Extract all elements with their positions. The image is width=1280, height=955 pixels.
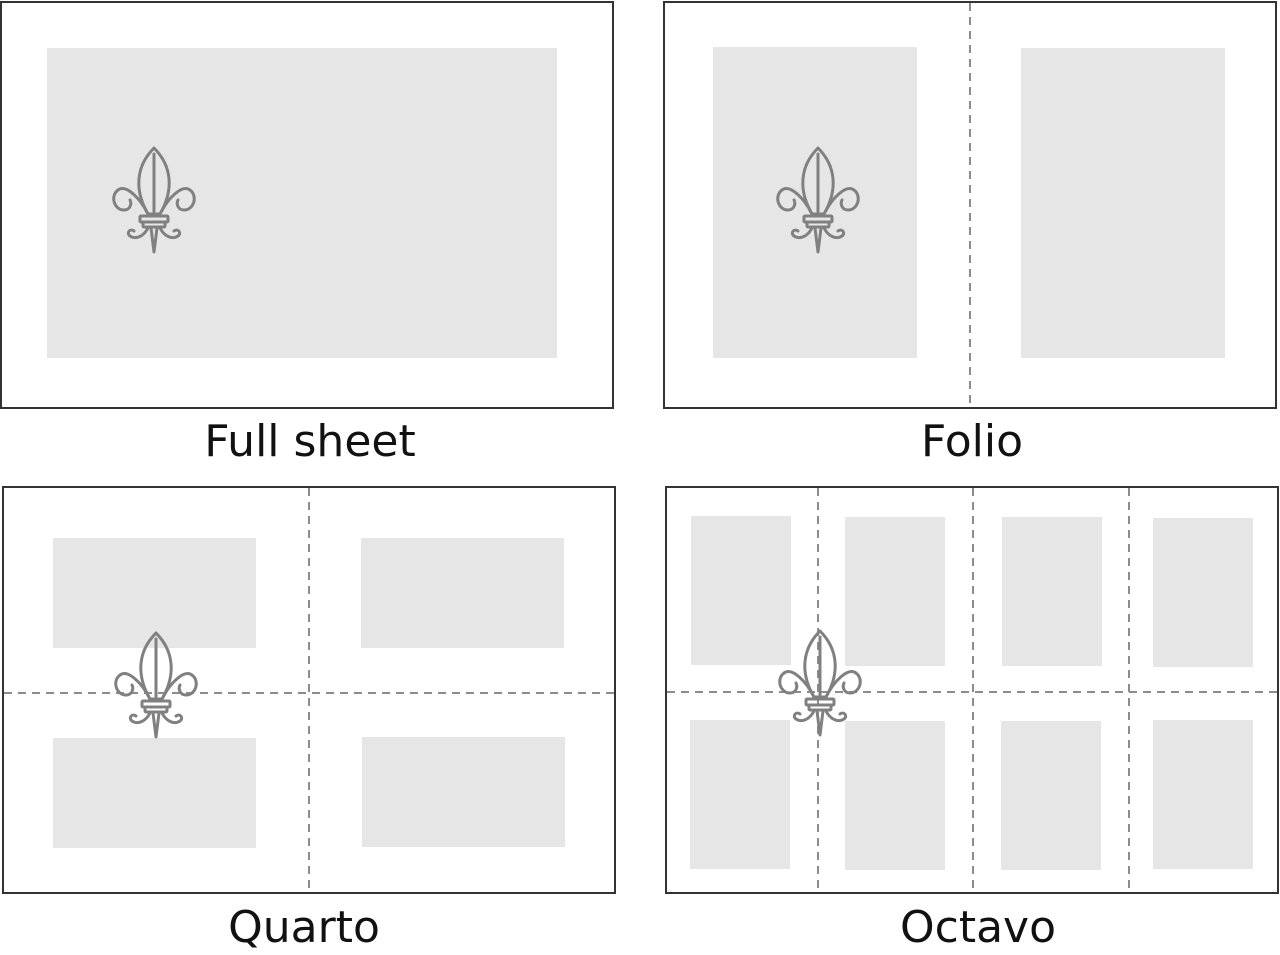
panel-folio: Folio: [663, 1, 1277, 467]
page-leaf: [845, 517, 945, 666]
panel-caption: Full sheet: [204, 416, 415, 467]
page-leaf: [691, 516, 791, 665]
page-leaf: [361, 538, 564, 648]
page-leaf: [362, 737, 565, 847]
page-leaf: [1153, 518, 1253, 667]
page-leaf: [53, 538, 256, 648]
page-leaf: [47, 48, 557, 358]
page-leaf: [713, 47, 917, 358]
page-leaf: [845, 721, 945, 870]
panel-full-sheet: Full sheet: [0, 1, 614, 467]
panel-octavo: Octavo: [665, 486, 1279, 953]
page-leaf: [1002, 517, 1102, 666]
panel-caption: Octavo: [900, 902, 1056, 953]
panel-quarto: Quarto: [2, 486, 616, 953]
page-leaf: [1001, 721, 1101, 870]
page-leaf: [53, 738, 256, 848]
page-leaf: [1021, 48, 1225, 358]
panel-caption: Quarto: [228, 902, 380, 953]
panel-caption: Folio: [921, 416, 1023, 467]
page-leaf: [1153, 720, 1253, 869]
page-leaf: [690, 720, 790, 869]
